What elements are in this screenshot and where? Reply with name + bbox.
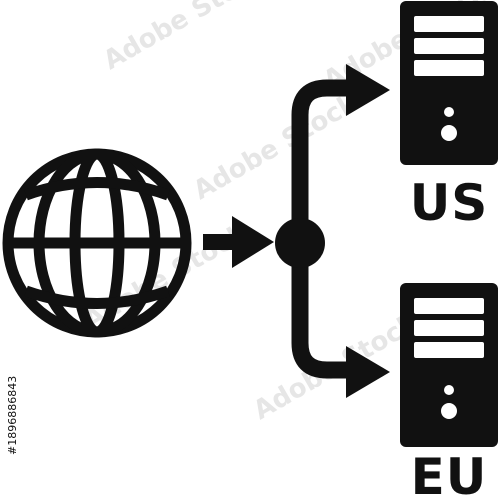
server-bay — [414, 342, 484, 358]
routing-node — [275, 218, 325, 268]
arrow-head-us — [346, 64, 390, 116]
watermark-text: Adobe Stock — [189, 88, 364, 206]
arrow-right-icon — [203, 216, 274, 268]
branch-to-us — [291, 79, 358, 243]
server-us: US — [400, 1, 498, 232]
routing-node-icon — [275, 64, 390, 398]
input-arrow-shaft — [203, 234, 241, 250]
server-eu-label: EU — [411, 448, 488, 499]
server-bay — [414, 16, 484, 32]
server-power-button — [441, 403, 457, 419]
stock-id-text: #1896886843 — [6, 376, 19, 455]
input-arrow-head — [232, 216, 274, 268]
globe-latitude-north — [24, 177, 170, 201]
arrow-head-eu — [346, 346, 390, 398]
server-led — [444, 107, 454, 117]
globe-icon — [2, 148, 192, 338]
server-eu: EU — [400, 283, 498, 499]
server-bay — [414, 320, 484, 336]
watermark-text: Adobe Stock — [99, 0, 274, 76]
server-bay — [414, 38, 484, 54]
server-bay — [414, 298, 484, 314]
globe-latitude-south — [24, 285, 170, 309]
branch-to-eu — [291, 243, 358, 379]
server-power-button — [441, 125, 457, 141]
server-led — [444, 385, 454, 395]
server-bay — [414, 60, 484, 76]
server-us-label: US — [410, 174, 489, 232]
